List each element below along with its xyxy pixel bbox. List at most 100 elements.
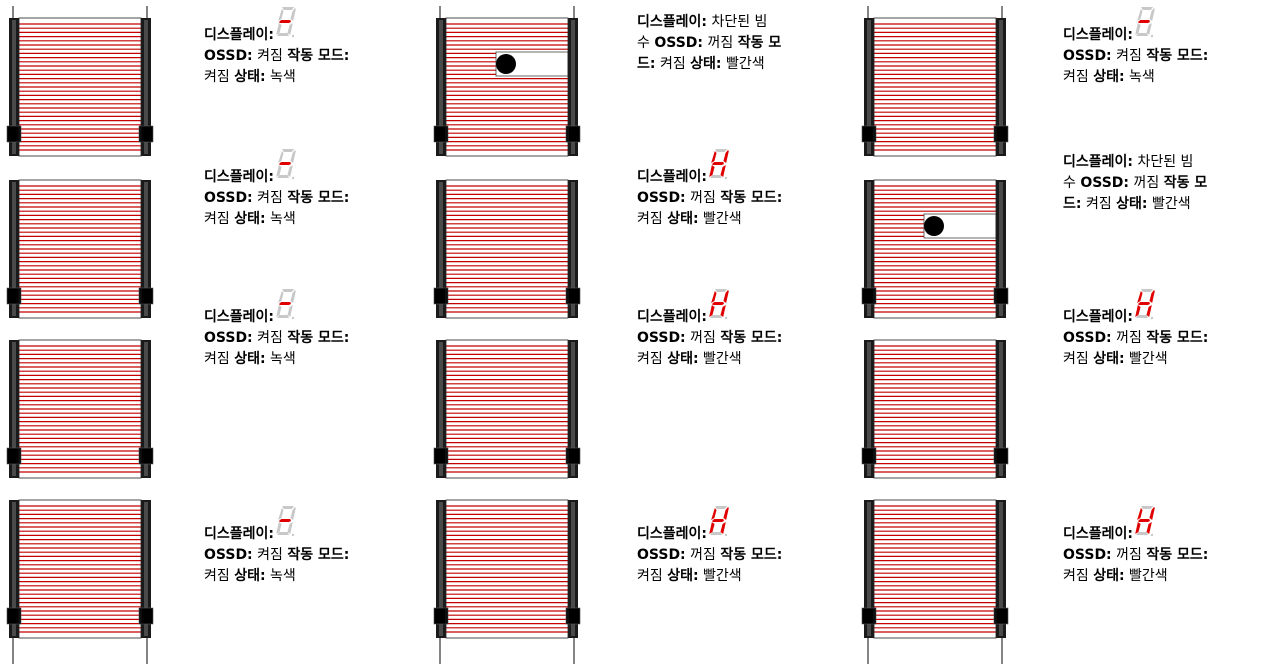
state-label: 상태: bbox=[1116, 196, 1148, 212]
light-curtain-segment bbox=[6, 179, 154, 319]
ossd-value: 켜짐 bbox=[257, 330, 283, 346]
segment-d bbox=[1136, 532, 1149, 535]
ossd-label: OSSD: bbox=[1063, 330, 1112, 346]
state-value: 빨간색 bbox=[703, 211, 742, 227]
segment-e bbox=[276, 165, 282, 177]
mode-label-continued: 드: bbox=[1063, 196, 1082, 212]
ossd-value: 켜짐 bbox=[257, 48, 283, 64]
mode-label-continued: 드: bbox=[637, 56, 656, 72]
curtain-side-bar-ridge bbox=[12, 182, 16, 316]
display-label: 디스플레이: bbox=[204, 27, 274, 43]
status-caption: 디스플레이: OSSD: 꺼짐 작동 모드: 켜짐 상태: 빨간색 bbox=[1063, 289, 1268, 370]
seven-segment-display-icon bbox=[276, 147, 296, 188]
connector-block bbox=[565, 447, 581, 465]
segment-b bbox=[290, 150, 296, 163]
segment-a bbox=[282, 506, 295, 509]
mode-label: 작동 모드: bbox=[287, 547, 350, 563]
curtain-side-bar-ridge bbox=[999, 182, 1003, 316]
mode-label: 작동 모드: bbox=[720, 547, 783, 563]
connector-block bbox=[993, 607, 1009, 625]
light-curtain-segment bbox=[861, 179, 1009, 319]
segment-e bbox=[1135, 23, 1141, 35]
ossd-label: OSSD: bbox=[637, 190, 686, 206]
display-label: 디스플레이: bbox=[1063, 27, 1133, 43]
curtain-frame bbox=[873, 499, 997, 639]
decimal-point bbox=[291, 316, 295, 320]
curtain-frame bbox=[445, 179, 569, 319]
segment-a bbox=[715, 289, 728, 292]
display-label: 디스플레이: bbox=[204, 526, 274, 542]
connector-block bbox=[993, 125, 1009, 143]
curtain-side-bar-ridge bbox=[144, 20, 148, 154]
ossd-label: OSSD: bbox=[204, 48, 253, 64]
seven-segment-display-icon bbox=[709, 504, 729, 545]
status-caption: 디스플레이: OSSD: 켜짐 작동 모드: 켜짐 상태: 녹색 bbox=[204, 506, 409, 587]
segment-a bbox=[282, 7, 295, 10]
seven-segment-display-icon bbox=[1135, 287, 1155, 328]
display-label: 디스플레이: bbox=[637, 14, 707, 30]
display-text: 차단된 빔 bbox=[711, 14, 768, 30]
curtain-side-bar-ridge bbox=[999, 20, 1003, 154]
segment-d bbox=[277, 33, 290, 36]
state-value: 녹색 bbox=[1129, 69, 1155, 85]
curtain-side-bar-ridge bbox=[571, 20, 575, 154]
segment-c bbox=[720, 305, 726, 317]
light-curtain-segment bbox=[433, 179, 581, 319]
segment-c bbox=[1146, 23, 1152, 35]
ossd-label: OSSD: bbox=[637, 547, 686, 563]
segment-e bbox=[709, 522, 715, 534]
ossd-value: 꺼짐 bbox=[690, 547, 716, 563]
seven-segment-display-icon bbox=[709, 287, 729, 328]
state-label: 상태: bbox=[234, 351, 266, 367]
state-value: 빨간색 bbox=[703, 568, 742, 584]
light-curtain-segment bbox=[6, 339, 154, 479]
curtain-side-bar-ridge bbox=[999, 342, 1003, 476]
segment-g bbox=[279, 20, 291, 23]
display-label: 디스플레이: bbox=[637, 309, 707, 325]
segment-b bbox=[1149, 507, 1155, 520]
segment-g bbox=[712, 519, 724, 522]
seven-segment-display-icon bbox=[276, 287, 296, 328]
curtain-side-bar-ridge bbox=[439, 182, 443, 316]
seven-segment-display-icon bbox=[276, 5, 296, 46]
state-value: 녹색 bbox=[270, 69, 296, 85]
mode-label: 작동 모드: bbox=[720, 190, 783, 206]
segment-d bbox=[277, 532, 290, 535]
segment-f bbox=[711, 151, 717, 163]
segment-e bbox=[276, 305, 282, 317]
display-label: 디스플레이: bbox=[204, 169, 274, 185]
segment-c bbox=[287, 522, 293, 534]
ossd-value: 꺼짐 bbox=[707, 35, 734, 51]
segment-f bbox=[278, 9, 284, 21]
state-value: 빨간색 bbox=[703, 351, 742, 367]
state-label: 상태: bbox=[690, 56, 722, 72]
display-label: 디스플레이: bbox=[637, 169, 707, 185]
decimal-point bbox=[724, 316, 728, 320]
segment-a bbox=[1141, 506, 1154, 509]
state-value: 빨간색 bbox=[1129, 568, 1168, 584]
curtain-frame bbox=[873, 179, 997, 319]
segment-c bbox=[287, 165, 293, 177]
light-curtain-column bbox=[6, 6, 154, 664]
curtain-side-bar-ridge bbox=[867, 20, 871, 154]
curtain-frame bbox=[445, 17, 569, 157]
connector-block bbox=[433, 447, 449, 465]
segment-e bbox=[709, 165, 715, 177]
mode-label: 작동 모드: bbox=[1146, 330, 1209, 346]
segment-f bbox=[1137, 291, 1143, 303]
connector-block bbox=[138, 125, 154, 143]
curtain-side-bar-ridge bbox=[867, 182, 871, 316]
connector-block bbox=[861, 447, 877, 465]
ossd-value: 꺼짐 bbox=[690, 330, 716, 346]
light-curtain-column bbox=[433, 6, 581, 664]
curtain-side-bar-ridge bbox=[12, 20, 16, 154]
display-label: 디스플레이: bbox=[204, 309, 274, 325]
connector-block bbox=[138, 287, 154, 305]
connector-block bbox=[861, 287, 877, 305]
state-label: 상태: bbox=[667, 568, 699, 584]
mode-value: 켜짐 bbox=[204, 568, 230, 584]
curtain-side-bar-ridge bbox=[571, 502, 575, 636]
ossd-label: OSSD: bbox=[204, 330, 253, 346]
segment-d bbox=[277, 175, 290, 178]
light-curtain-column bbox=[861, 6, 1009, 664]
